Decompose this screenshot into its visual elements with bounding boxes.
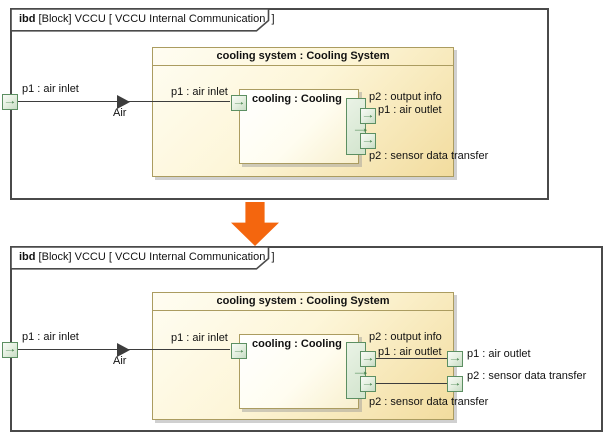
cooling-part-title: cooling : Cooling xyxy=(252,338,342,350)
diagram-tab-title: [Block] VCCU [ VCCU Internal Communicati… xyxy=(35,251,275,263)
frame-port-air-inlet[interactable]: → xyxy=(2,342,18,358)
frame-port-air-inlet[interactable]: → xyxy=(2,94,18,110)
cooling-port-air-inlet[interactable]: → xyxy=(231,343,247,359)
port-label-sensor-data: p2 : sensor data transfer xyxy=(369,396,489,408)
port-direction-arrow-icon: → xyxy=(232,97,246,108)
port-direction-arrow-icon: → xyxy=(448,378,462,389)
diagram-kind-keyword: ibd xyxy=(19,251,36,263)
cooling-part-title: cooling : Cooling xyxy=(252,93,342,105)
cooling-system-title: cooling system : Cooling System xyxy=(153,48,453,66)
cooling-system-block[interactable]: cooling system : Cooling System p1 : air… xyxy=(152,47,488,177)
port-direction-arrow-icon: → xyxy=(448,353,462,364)
diagram-tab-label: ibd [Block] VCCU [ VCCU Internal Communi… xyxy=(19,251,275,263)
cooling-port-sensor-data[interactable]: → xyxy=(360,133,376,149)
port-direction-arrow-icon: → xyxy=(3,344,17,355)
frame-port-label: p1 : air inlet xyxy=(22,331,79,343)
cooling-system-title: cooling system : Cooling System xyxy=(153,293,453,311)
port-direction-arrow-icon: → xyxy=(361,110,375,121)
system-port-label-air-outlet: p1 : air outlet xyxy=(467,348,531,360)
port-label-output-info: p2 : output info xyxy=(369,331,442,343)
cooling-port-air-outlet[interactable]: → xyxy=(360,351,376,367)
port-direction-arrow-icon: → xyxy=(361,378,375,389)
port-label-air-outlet: p1 : air outlet xyxy=(378,104,442,116)
port-label-air-outlet: p1 : air outlet xyxy=(378,346,442,358)
system-port-label-sensor-data: p2 : sensor data transfer xyxy=(467,370,587,382)
cooling-part-block[interactable]: cooling : Cooling xyxy=(239,89,359,164)
item-flow-label: Air xyxy=(113,355,127,367)
flow-arrowhead-icon xyxy=(117,343,130,357)
diagram-tab-title: [Block] VCCU [ VCCU Internal Communicati… xyxy=(35,13,275,25)
diagram-tab xyxy=(10,246,270,270)
port-direction-arrow-icon: → xyxy=(3,96,17,107)
cooling-system-block[interactable]: cooling system : Cooling System p1 : air… xyxy=(152,292,586,420)
port-direction-arrow-icon: → xyxy=(232,345,246,356)
cooling-port-sensor-data[interactable]: → xyxy=(360,376,376,392)
port-direction-arrow-icon: → xyxy=(350,121,372,135)
system-port-sensor-data[interactable]: → xyxy=(447,376,463,392)
cooling-part-block[interactable]: cooling : Cooling xyxy=(239,334,359,409)
port-label-sensor-data: p2 : sensor data transfer xyxy=(369,150,489,162)
port-label-air-inlet: p1 : air inlet xyxy=(171,86,228,98)
diagram-tab-label: ibd [Block] VCCU [ VCCU Internal Communi… xyxy=(19,13,275,25)
port-direction-arrow-icon: → xyxy=(361,135,375,146)
port-direction-arrow-icon: → xyxy=(350,364,372,378)
port-label-air-inlet: p1 : air inlet xyxy=(171,332,228,344)
system-port-air-outlet[interactable]: → xyxy=(447,351,463,367)
connector-sensor-data[interactable] xyxy=(376,383,447,385)
diagram-tab xyxy=(10,8,270,32)
cooling-port-air-inlet[interactable]: → xyxy=(231,95,247,111)
cooling-port-air-outlet[interactable]: → xyxy=(360,108,376,124)
port-direction-arrow-icon: → xyxy=(361,353,375,364)
connector-air-outlet[interactable] xyxy=(376,358,447,360)
frame-port-label: p1 : air inlet xyxy=(22,83,79,95)
item-flow-label: Air xyxy=(113,107,127,119)
diagram-kind-keyword: ibd xyxy=(19,13,36,25)
flow-arrowhead-icon xyxy=(117,95,130,109)
port-label-output-info: p2 : output info xyxy=(369,91,442,103)
